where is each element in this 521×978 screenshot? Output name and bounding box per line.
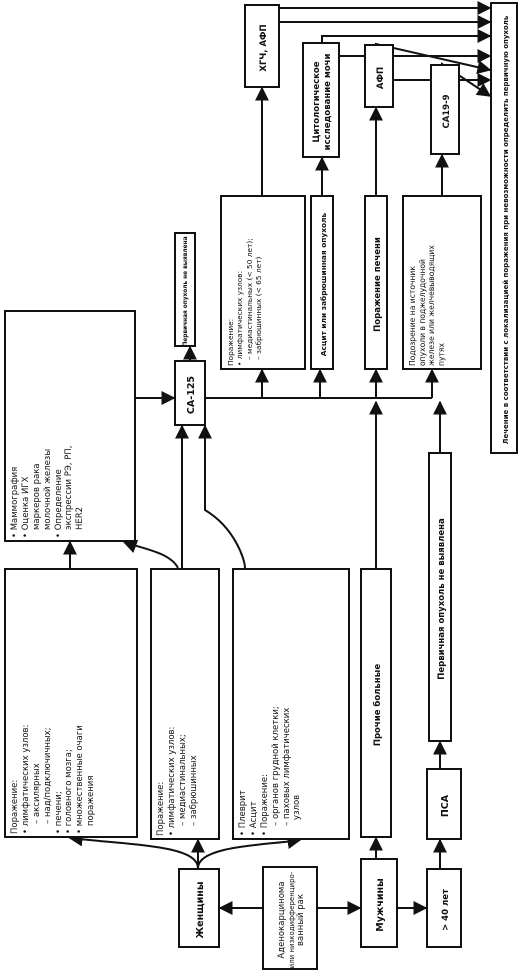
box-afp: АФП xyxy=(364,44,394,108)
box-right-lesion-lymph: Поражение: • лимфатических узлов: – меди… xyxy=(220,195,306,370)
mammo-line-4: молочной железы xyxy=(42,448,53,530)
r3-label: Поражение печени xyxy=(372,237,383,332)
other-label: Прочие больные xyxy=(372,663,383,747)
age40-label: > 40 лет xyxy=(440,889,451,931)
w1-line-7: • множественные очаги xyxy=(75,725,86,834)
box-liver-lesion: Поражение печени xyxy=(364,195,388,370)
w3-line-2: • Асцит xyxy=(248,801,259,836)
box-final-treatment: Лечение в соответствии с локализацией по… xyxy=(490,2,518,454)
box-mammography: • Маммография • Оценка ИГХ маркеров рака… xyxy=(4,310,136,542)
arrow-w2-mammo xyxy=(122,539,179,569)
notfound2-label: Первичная опухоль не выявлена xyxy=(436,518,447,680)
ca125-label: CA-125 xyxy=(185,375,197,415)
w3-line-6: узлов xyxy=(292,794,303,820)
arrow-women-w3 xyxy=(197,835,302,869)
r4-line-2: опухоли в поджелудочной xyxy=(417,259,427,366)
w1-line-8: поражения xyxy=(86,775,97,826)
ca199-label: CA19-9 xyxy=(441,94,452,129)
mammo-line-1: • Маммография xyxy=(10,466,20,538)
box-ca199: CA19-9 xyxy=(430,64,460,155)
w1-line-3: – аксилярных xyxy=(31,763,42,824)
box-pancreas-suspicion: Подозрение на источник опухоли в поджелу… xyxy=(402,195,482,370)
box-other-patients: Прочие больные xyxy=(360,568,392,838)
w1-line-1: Поражение: xyxy=(10,779,20,834)
w1-line-6: • головного мозга; xyxy=(64,749,75,834)
w2-line-4: – забрюшинных xyxy=(188,755,199,826)
arrow-w3-ca125 xyxy=(198,424,246,569)
cyto-line-2: исследование мочи xyxy=(323,53,333,151)
r4-line-1: Подозрение на источник xyxy=(408,266,417,366)
box-primary-not-found-2: Первичная опухоль не выявлена xyxy=(428,452,452,742)
adeno-line-3: ванный рак xyxy=(296,894,307,947)
mammo-line-3: маркеров рака xyxy=(31,463,42,530)
w3-line-3: • Поражение: xyxy=(259,774,270,836)
mammo-line-6: экспрессии РЭ, РП, xyxy=(64,445,75,530)
w2-line-3: – медиастинальных; xyxy=(177,734,188,826)
psa-label: ПСА xyxy=(439,794,451,818)
adeno-line-1: Аденокарцинома xyxy=(276,881,287,959)
arrow-women-w1 xyxy=(68,832,199,869)
arrow-cyto-final xyxy=(321,29,492,43)
cyto-line-1: Цитологическое xyxy=(312,61,323,143)
w3-line-5: – паховых лимфатических xyxy=(281,707,292,826)
box-psa: ПСА xyxy=(426,768,462,840)
r2-label: Асцит или забрюшинная опухоль xyxy=(319,212,329,357)
afp-label: АФП xyxy=(375,66,386,90)
box-women: Женщины xyxy=(178,868,220,948)
mammo-line-5: • Определение xyxy=(53,469,64,538)
box-men: Мужчины xyxy=(360,858,398,948)
r1-line-3: – медиастинальных (< 50 лет); xyxy=(244,238,254,360)
w2-line-2: • лимфатических узлов: xyxy=(166,726,177,836)
r1-line-2: • лимфатических узлов: xyxy=(235,270,245,366)
r4-line-4: путях xyxy=(437,343,447,366)
w1-line-5: • печени; xyxy=(53,791,64,834)
w1-line-2: • лимфатических узлов: xyxy=(20,724,31,834)
box-primary-not-found-1: Первичная опухоль не выявлена xyxy=(174,232,196,347)
mammo-line-2: • Оценка ИГХ xyxy=(20,476,31,538)
box-ascites: Асцит или забрюшинная опухоль xyxy=(310,195,334,370)
women-label: Женщины xyxy=(194,881,206,939)
w3-line-1: • Плеврит xyxy=(238,790,248,836)
box-adenocarcinoma: Аденокарцинома или низкодифференциро- ва… xyxy=(262,866,318,970)
mammo-line-7: HER2 xyxy=(75,506,86,530)
w1-line-4: – над/подключичных; xyxy=(42,727,53,824)
final-label: Лечение в соответствии с локализацией по… xyxy=(501,15,510,445)
box-urine-cytology: Цитологическое исследование мочи xyxy=(302,42,340,158)
men-label: Мужчины xyxy=(374,878,386,932)
box-women-lesion-1: Поражение: • лимфатических узлов: – акси… xyxy=(4,568,138,838)
box-women-lesion-2: Поражение: • лимфатических узлов: – меди… xyxy=(150,568,220,840)
adeno-line-2: или низкодифференциро- xyxy=(287,871,296,969)
r4-line-3: железе или желчевыводящих xyxy=(427,245,437,366)
r1-line-1: Поражение: xyxy=(226,318,235,366)
box-women-lesion-3: • Плеврит • Асцит • Поражение: – органов… xyxy=(232,568,350,840)
box-hcg-afp: ХГЧ, АФП xyxy=(244,4,280,88)
notfound1-label: Первичная опухоль не выявлена xyxy=(183,236,190,347)
r1-line-4: – забрюшинных (< 65 лет) xyxy=(254,256,264,360)
w2-line-1: Поражение: xyxy=(156,781,166,836)
box-ca125: CA-125 xyxy=(174,360,206,426)
w3-line-4: – органов грудной клетки; xyxy=(270,706,281,826)
hcg-label: ХГЧ, АФП xyxy=(258,24,269,72)
box-age40: > 40 лет xyxy=(426,868,462,948)
